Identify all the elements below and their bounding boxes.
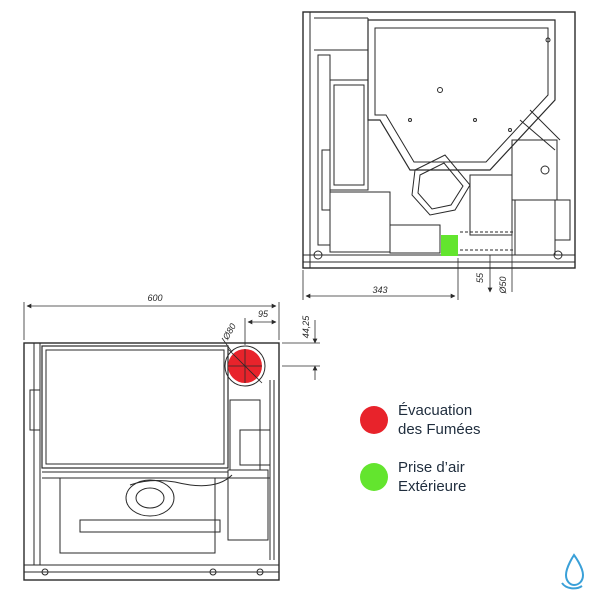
dim-top-width: 343 xyxy=(372,285,387,295)
side-view-dimensions xyxy=(302,235,513,300)
dim-bottom-height: 44,25 xyxy=(301,315,311,339)
legend-air-line1: Prise d’air xyxy=(398,459,465,476)
top-view xyxy=(23,342,280,581)
legend-air-label: Prise d’air Extérieure xyxy=(398,458,466,496)
legend-fume-line2: des Fumées xyxy=(398,421,481,438)
dim-top-offset: 55 xyxy=(475,272,485,283)
legend-fume-label: Évacuation des Fumées xyxy=(398,401,481,439)
dim-top-diameter: Ø50 xyxy=(498,276,508,294)
side-view xyxy=(302,11,576,269)
dim-bottom-width: 600 xyxy=(147,293,162,303)
legend-fume-line1: Évacuation xyxy=(398,402,473,419)
water-drop-logo-icon xyxy=(561,553,585,590)
legend-air-line2: Extérieure xyxy=(398,478,467,495)
legend-air-inlet: Prise d’air Extérieure xyxy=(360,458,466,496)
top-view-dimensions xyxy=(23,302,320,380)
dim-bottom-offset: 95 xyxy=(258,309,269,319)
legend-green-dot xyxy=(360,463,388,491)
air-inlet-marker xyxy=(441,235,458,256)
legend-red-dot xyxy=(360,406,388,434)
legend-fume-outlet: Évacuation des Fumées xyxy=(360,401,481,439)
